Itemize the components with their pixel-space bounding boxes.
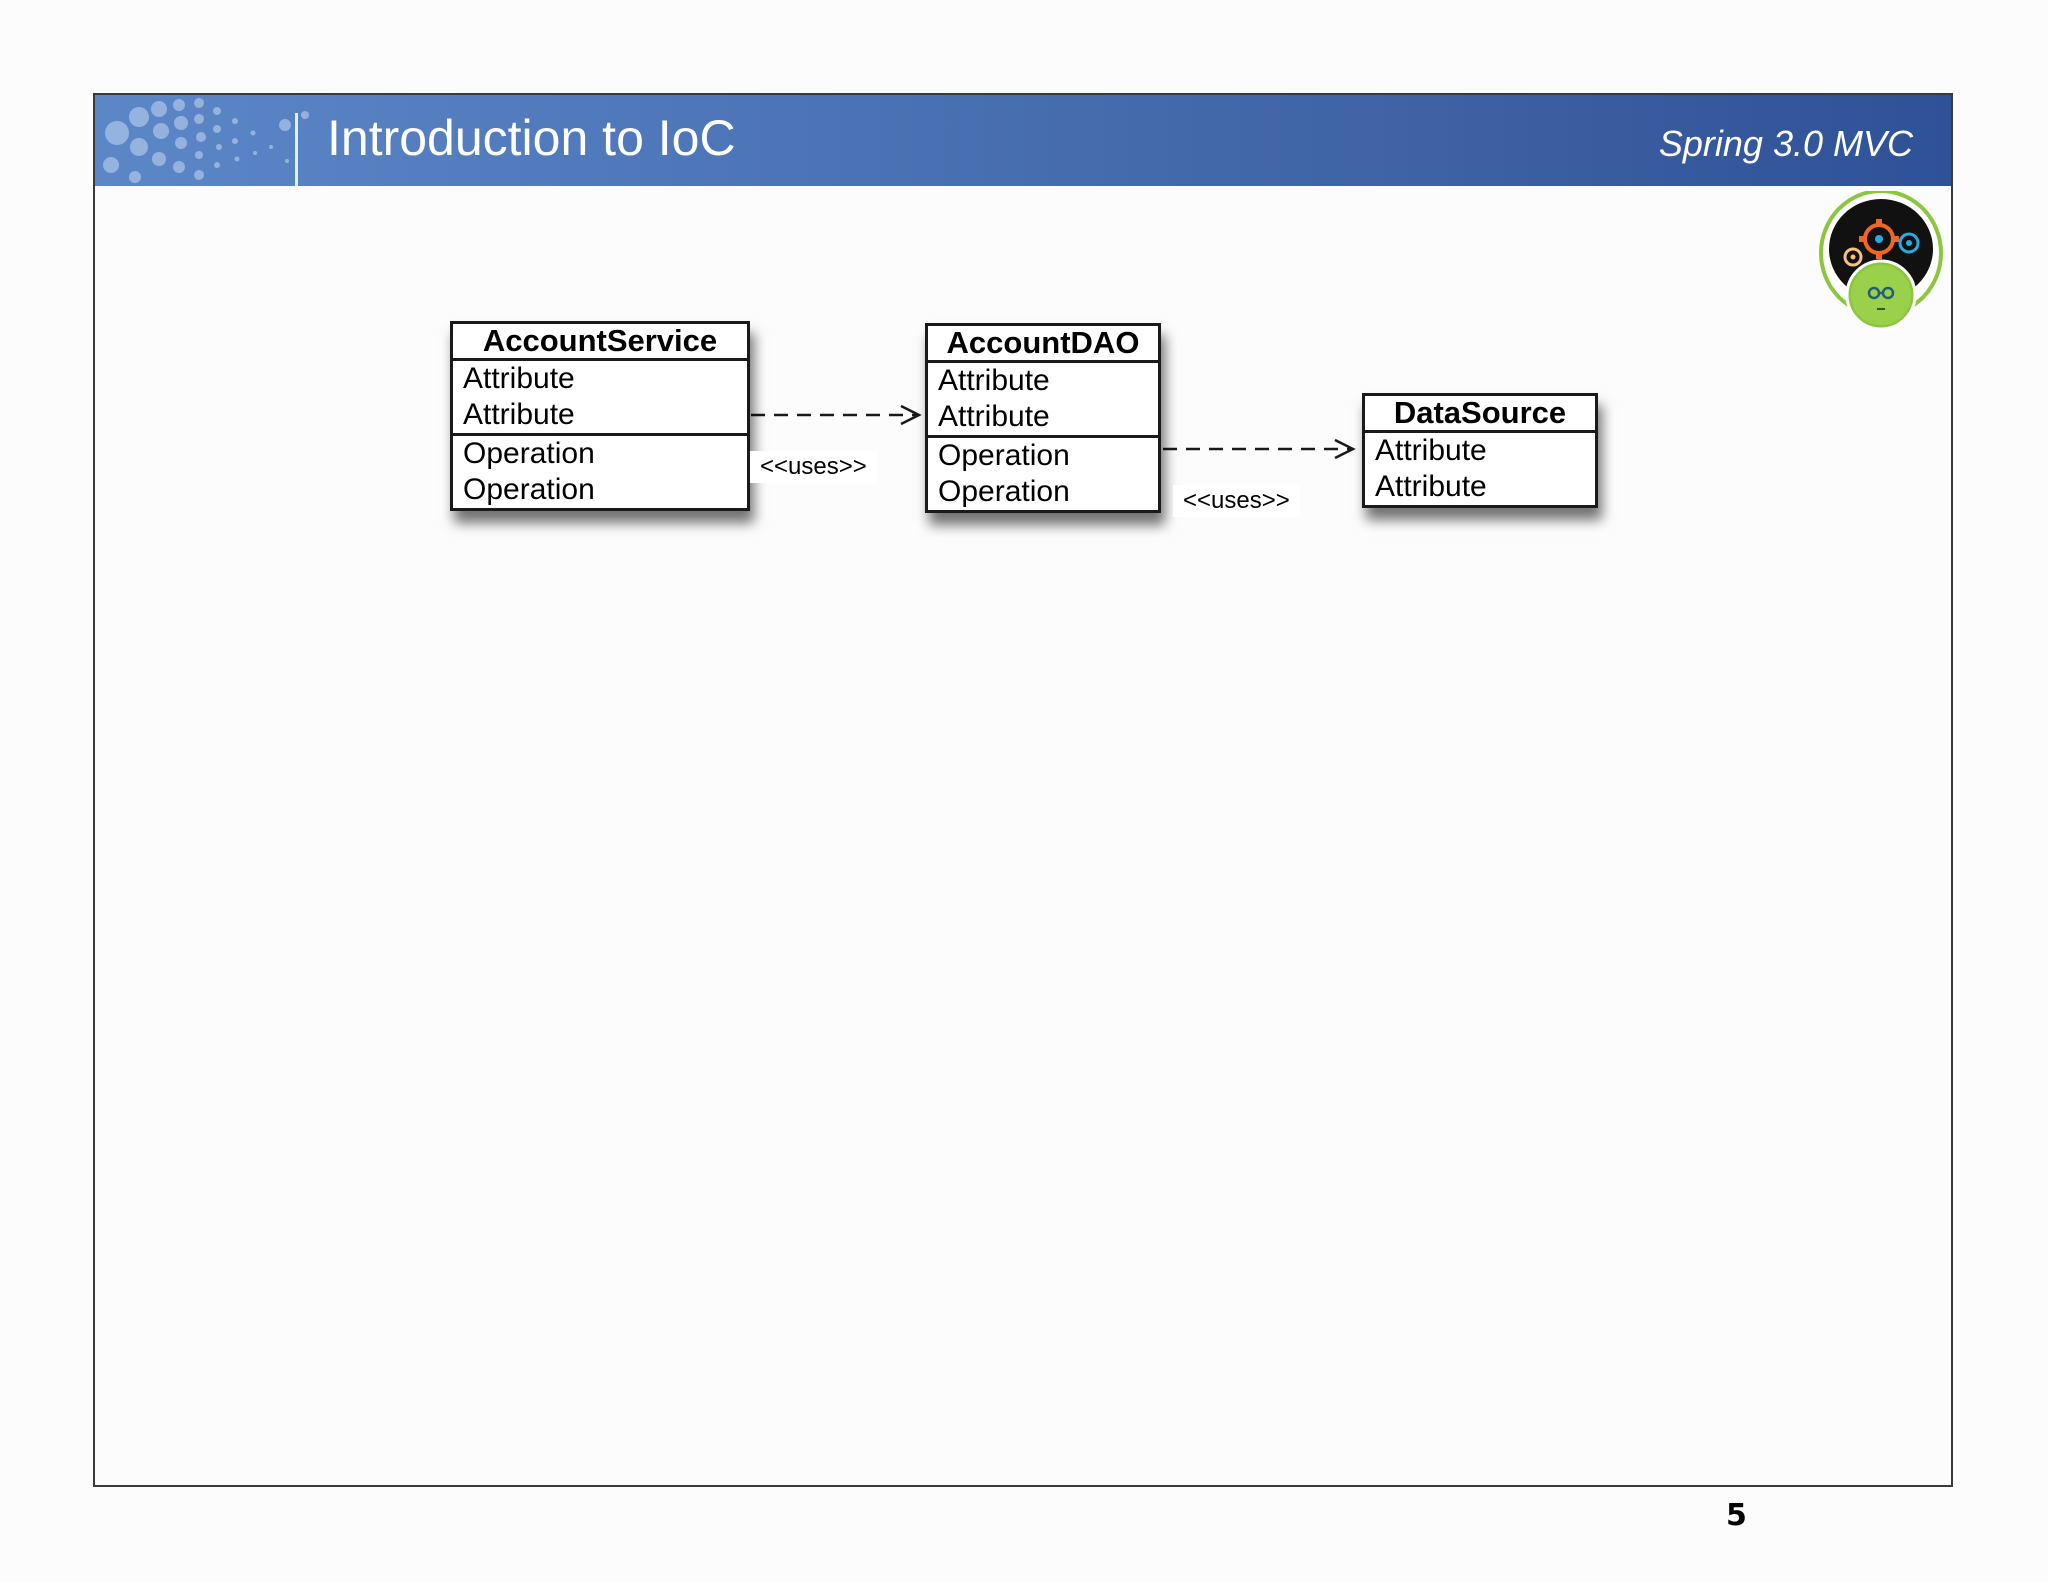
header-divider	[295, 113, 298, 186]
class-attribute: Attribute	[463, 398, 575, 431]
class-operations: Operation Operation	[453, 436, 747, 508]
class-operations: Operation Operation	[928, 438, 1158, 510]
class-operation: Operation	[463, 437, 595, 470]
class-attributes: Attribute Attribute	[928, 363, 1158, 438]
page-number: 5	[1726, 1498, 1747, 1533]
class-attribute: Attribute	[1375, 434, 1487, 467]
class-attribute: Attribute	[463, 362, 575, 395]
class-attribute: Attribute	[938, 364, 1050, 397]
class-operation: Operation	[463, 473, 595, 506]
class-name: AccountService	[453, 324, 747, 361]
uses-arrowhead-1	[900, 404, 922, 426]
slide-frame: Introduction to IoC Spring 3.0 MVC	[93, 93, 1953, 1533]
uses-label-1: <<uses>>	[750, 451, 877, 483]
class-attributes: Attribute Attribute	[1365, 433, 1595, 505]
gear-head-mascot-icon	[1819, 191, 1943, 331]
class-attributes: Attribute Attribute	[453, 361, 747, 436]
class-attribute: Attribute	[1375, 470, 1487, 503]
class-operation: Operation	[938, 475, 1070, 508]
class-name: AccountDAO	[928, 326, 1158, 363]
class-operation: Operation	[938, 439, 1070, 472]
slide-title: Introduction to IoC	[327, 110, 736, 166]
class-name: DataSource	[1365, 396, 1595, 433]
class-attribute: Attribute	[938, 400, 1050, 433]
uses-arrowhead-2	[1334, 438, 1356, 460]
class-box-accountservice[interactable]: AccountService Attribute Attribute Opera…	[450, 321, 750, 511]
dot-pattern-icon	[103, 98, 309, 183]
class-box-accountdao[interactable]: AccountDAO Attribute Attribute Operation…	[925, 323, 1161, 513]
slide-subtitle: Spring 3.0 MVC	[1658, 123, 1913, 164]
dependency-arrows	[751, 404, 1356, 460]
uses-label-2: <<uses>>	[1173, 485, 1300, 517]
slide-header: Introduction to IoC Spring 3.0 MVC	[95, 95, 1951, 186]
class-box-datasource[interactable]: DataSource Attribute Attribute	[1362, 393, 1598, 508]
